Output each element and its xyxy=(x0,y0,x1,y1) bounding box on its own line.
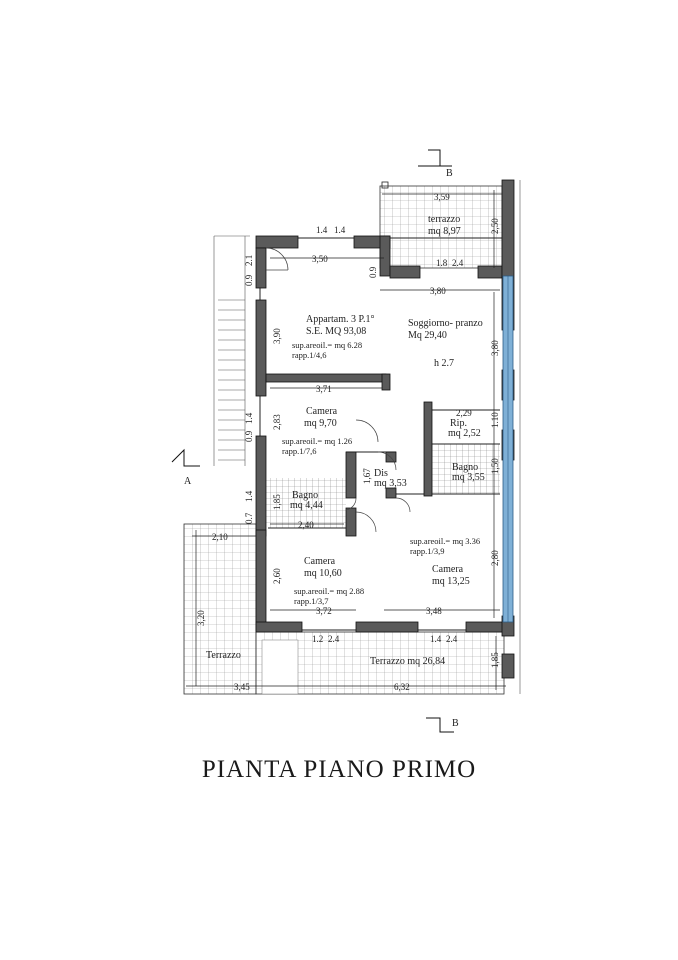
bath1-area: mq 3,55 xyxy=(452,472,485,483)
dim-14c: 1.4 xyxy=(244,412,254,424)
dim-250: 2,50 xyxy=(490,218,500,234)
dimension-lines xyxy=(186,190,506,690)
dim-09b: 0.9 xyxy=(244,430,254,442)
dim-24a: 2.4 xyxy=(452,258,464,268)
terrace-left-name: Terrazzo xyxy=(206,650,241,661)
living-name: Soggiorno- pranzo xyxy=(408,318,483,329)
dim-18: 1.8 xyxy=(436,258,448,268)
bath2-name: Bagno xyxy=(292,490,318,501)
bath1-name: Bagno xyxy=(452,462,478,473)
bedroom1-area: mq 9,70 xyxy=(304,418,337,429)
glass-wall xyxy=(502,180,521,694)
bedroom1-ratio: rapp.1/7,6 xyxy=(282,446,316,456)
terrace-top-area: mq 8,97 xyxy=(428,226,461,237)
dim-07: 0.7 xyxy=(244,512,254,524)
dim-167: 1,67 xyxy=(362,468,372,484)
dim-632: 6,32 xyxy=(394,682,410,692)
bedroom2-ratio-area: sup.areoil.= mq 2.88 xyxy=(294,586,364,596)
dim-350: 3,50 xyxy=(312,254,328,264)
dim-380a: 3,80 xyxy=(430,286,446,296)
dis-name: Dis xyxy=(374,468,388,479)
dim-12: 1.2 xyxy=(312,634,323,644)
dim-185: 1,85 xyxy=(272,494,282,510)
doors xyxy=(265,247,411,533)
dim-021: 2.1 xyxy=(244,255,254,266)
bedroom2-name: Camera xyxy=(304,556,336,567)
dim-240: 2,40 xyxy=(298,520,314,530)
dis-area: mq 3,53 xyxy=(374,478,407,489)
dim-150: 1,50 xyxy=(490,458,500,474)
dim-229: 2,29 xyxy=(456,408,472,418)
section-label-a: A xyxy=(184,476,192,487)
terrace-left-tiles xyxy=(183,523,257,695)
terrace-top-tiles xyxy=(379,185,503,269)
dim-390: 3,90 xyxy=(272,328,282,344)
terrace-bottom-name: Terrazzo mq 26,84 xyxy=(370,656,445,667)
bath2-tiles xyxy=(266,478,346,528)
bedroom3-area: mq 13,25 xyxy=(432,576,470,587)
terrace-top-name: terrazzo xyxy=(428,214,460,225)
marker-square xyxy=(381,181,389,189)
bedroom1-name: Camera xyxy=(306,406,338,417)
dim-119: 1.10 xyxy=(490,412,500,428)
bedroom2-ratio: rapp.1/3,7 xyxy=(294,596,328,606)
floor-plan: B A B 3,59 2,50 terrazzo mq 8,97 1.4 1.4… xyxy=(171,149,521,733)
dim-320: 3,20 xyxy=(196,610,206,626)
dim-372: 3,72 xyxy=(316,606,332,616)
dim-09a: 0.9 xyxy=(244,274,254,286)
stairway xyxy=(213,235,250,466)
bath2-area: mq 4,44 xyxy=(290,500,323,511)
living-area: Mq 29,40 xyxy=(408,330,447,341)
apartment-name: Appartam. 3 P.1° xyxy=(306,314,374,325)
dim-185b: 1,85 xyxy=(490,652,500,668)
storage-area: mq 2,52 xyxy=(448,428,481,439)
dim-283: 2,83 xyxy=(272,414,282,430)
dim-24c: 2.4 xyxy=(446,634,458,644)
stair-tiles xyxy=(261,639,299,695)
dim-14b: 1.4 xyxy=(334,225,346,235)
bath1-tiles xyxy=(428,444,500,494)
dim-345: 3,45 xyxy=(234,682,250,692)
dim-280: 2,80 xyxy=(490,550,500,566)
bedroom3-name: Camera xyxy=(432,564,464,575)
dim-093: 0.9 xyxy=(368,266,378,278)
dim-380b: 3,80 xyxy=(490,340,500,356)
bedroom3-ratio-area: sup.areoil.= mq 3.36 xyxy=(410,536,480,546)
plan-title: PIANTA PIANO PRIMO xyxy=(201,756,477,783)
apartment-ratio-area: sup.areoil.= mq 6.28 xyxy=(292,340,362,350)
apartment-ratio: rapp.1/4,6 xyxy=(292,350,326,360)
storage-name: Rip. xyxy=(450,418,467,429)
dim-210: 2,10 xyxy=(212,532,228,542)
living-height: h 2.7 xyxy=(434,358,454,369)
apartment-area: S.E. MQ 93,08 xyxy=(306,326,366,337)
section-label-b-top: B xyxy=(446,168,453,179)
dim-14e: 1.4 xyxy=(430,634,442,644)
dim-260: 2,60 xyxy=(272,568,282,584)
section-markers xyxy=(171,149,454,733)
dim-371: 3,71 xyxy=(316,384,332,394)
dim-24b: 2.4 xyxy=(328,634,340,644)
bedroom1-ratio-area: sup.areoil.= mq 1.26 xyxy=(282,436,352,446)
dim-14a: 1.4 xyxy=(316,225,328,235)
dim-359: 3,59 xyxy=(434,192,450,202)
bedroom2-area: mq 10,60 xyxy=(304,568,342,579)
section-label-b-bottom: B xyxy=(452,718,459,729)
dim-14d: 1.4 xyxy=(244,490,254,502)
bedroom3-ratio: rapp.1/3,9 xyxy=(410,546,444,556)
dim-348: 3,48 xyxy=(426,606,442,616)
